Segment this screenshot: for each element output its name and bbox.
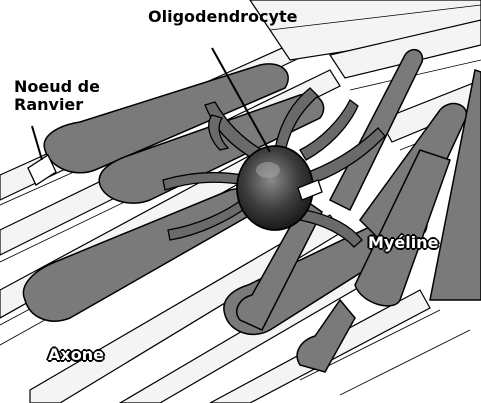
label-noeud-de-ranvier-line1: Noeud de [14,78,100,95]
label-axone: Axone [48,346,104,363]
label-oligodendrocyte: Oligodendrocyte [148,8,297,25]
label-myeline: Myéline [368,234,438,251]
noeud-pointer [32,126,42,160]
cell-body-highlight [256,162,280,178]
label-noeud-de-ranvier-line2: Ranvier [14,96,83,113]
